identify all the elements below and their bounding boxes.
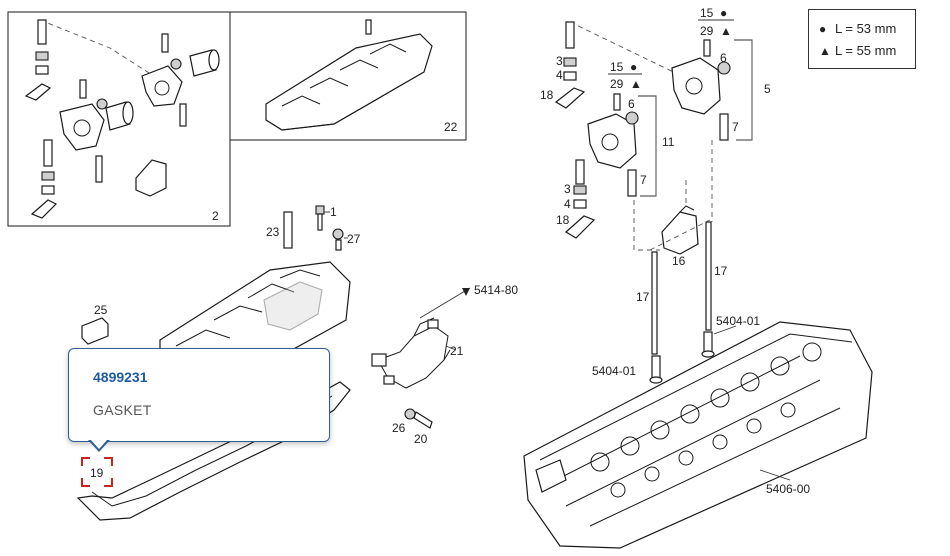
tooltip-part-number[interactable]: 4899231 (93, 369, 148, 385)
callout-2[interactable]: 2 (212, 209, 219, 223)
callout-21[interactable]: 21 (450, 344, 464, 358)
callout-23[interactable]: 23 (266, 225, 280, 239)
legend-row-dot: ● L = 53 mm (819, 18, 915, 40)
callout-27[interactable]: 27 (347, 232, 361, 246)
dot-symbol-upper: ● (720, 6, 727, 20)
callout-19[interactable]: 19 (90, 466, 104, 480)
harness-part-21[interactable]: 21 5414-80 (371, 283, 518, 389)
callout-29-lower[interactable]: 29 (610, 77, 624, 91)
callout-3-bottom[interactable]: 3 (564, 182, 571, 196)
callout-15-lower[interactable]: 15 (610, 60, 624, 74)
screw-part-27[interactable]: 27 (332, 228, 361, 251)
bracket-part-16[interactable]: 16 (633, 140, 713, 268)
callout-18-top[interactable]: 18 (540, 88, 554, 102)
callout-22[interactable]: 22 (444, 120, 458, 134)
ref-5414-80[interactable]: 5414-80 (474, 283, 518, 297)
ref-5404-01-left[interactable]: 5404-01 (592, 364, 636, 378)
callout-25[interactable]: 25 (94, 303, 108, 317)
callout-1[interactable]: 1 (330, 205, 337, 219)
callout-17-right[interactable]: 17 (714, 264, 728, 278)
ref-5404-01-right[interactable]: 5404-01 (716, 314, 760, 328)
callout-6-lower[interactable]: 6 (628, 97, 635, 111)
inset-box-valve-cover[interactable]: 22 (229, 11, 467, 141)
tooltip-description: GASKET (93, 402, 152, 418)
callout-6-upper[interactable]: 6 (720, 51, 727, 65)
tappets-5404-01[interactable]: 5404-01 5404-01 (592, 314, 760, 384)
rocker-arm-part-5[interactable]: 15 ● 29 ▲ 6 7 5 (671, 6, 771, 141)
legend-triangle-text: L = 55 mm (835, 43, 897, 58)
callout-17-left[interactable]: 17 (636, 290, 650, 304)
callout-4-top[interactable]: 4 (556, 68, 563, 82)
callout-7-lower[interactable]: 7 (640, 173, 647, 187)
dot-symbol-lower: ● (630, 60, 637, 74)
part-tooltip[interactable]: 4899231 GASKET (68, 348, 330, 442)
callout-16[interactable]: 16 (672, 254, 686, 268)
callout-18-bottom[interactable]: 18 (556, 213, 570, 227)
ref-5406-00[interactable]: 5406-00 (766, 482, 810, 496)
rocker-group-left[interactable]: 3 4 18 3 4 18 (540, 21, 691, 239)
callout-3-top[interactable]: 3 (556, 54, 563, 68)
callout-4-bottom[interactable]: 4 (564, 197, 571, 211)
callout-15-upper[interactable]: 15 (700, 6, 714, 20)
cylinder-head-5406-00[interactable]: 5406-00 (523, 321, 873, 549)
clip-part-25[interactable]: 25 (81, 303, 109, 345)
callout-26[interactable]: 26 (392, 421, 406, 435)
triangle-symbol-lower: ▲ (630, 77, 642, 91)
triangle-legend-icon: ▲ (819, 44, 831, 58)
screw-part-26-20[interactable]: 26 20 (392, 408, 433, 446)
dot-legend-icon: ● (819, 22, 827, 36)
callout-7-upper[interactable]: 7 (732, 120, 739, 134)
pushrods-part-17[interactable]: 17 17 (636, 219, 728, 355)
inset-box-rocker-assembly[interactable]: 2 (7, 11, 231, 227)
callout-5[interactable]: 5 (764, 82, 771, 96)
callout-20[interactable]: 20 (414, 432, 428, 446)
legend-dot-text: L = 53 mm (835, 21, 897, 36)
tooltip-pointer-fill (90, 439, 108, 449)
rocker-arm-part-11[interactable]: 15 ● 29 ▲ 6 7 11 (587, 60, 675, 197)
callout-11[interactable]: 11 (662, 135, 675, 149)
triangle-symbol-upper: ▲ (720, 24, 732, 38)
callout-29-upper[interactable]: 29 (700, 24, 714, 38)
length-legend: ● L = 53 mm ▲ L = 55 mm (808, 9, 916, 69)
legend-row-triangle: ▲ L = 55 mm (819, 40, 915, 62)
screw-part-1[interactable]: 1 (315, 205, 337, 231)
